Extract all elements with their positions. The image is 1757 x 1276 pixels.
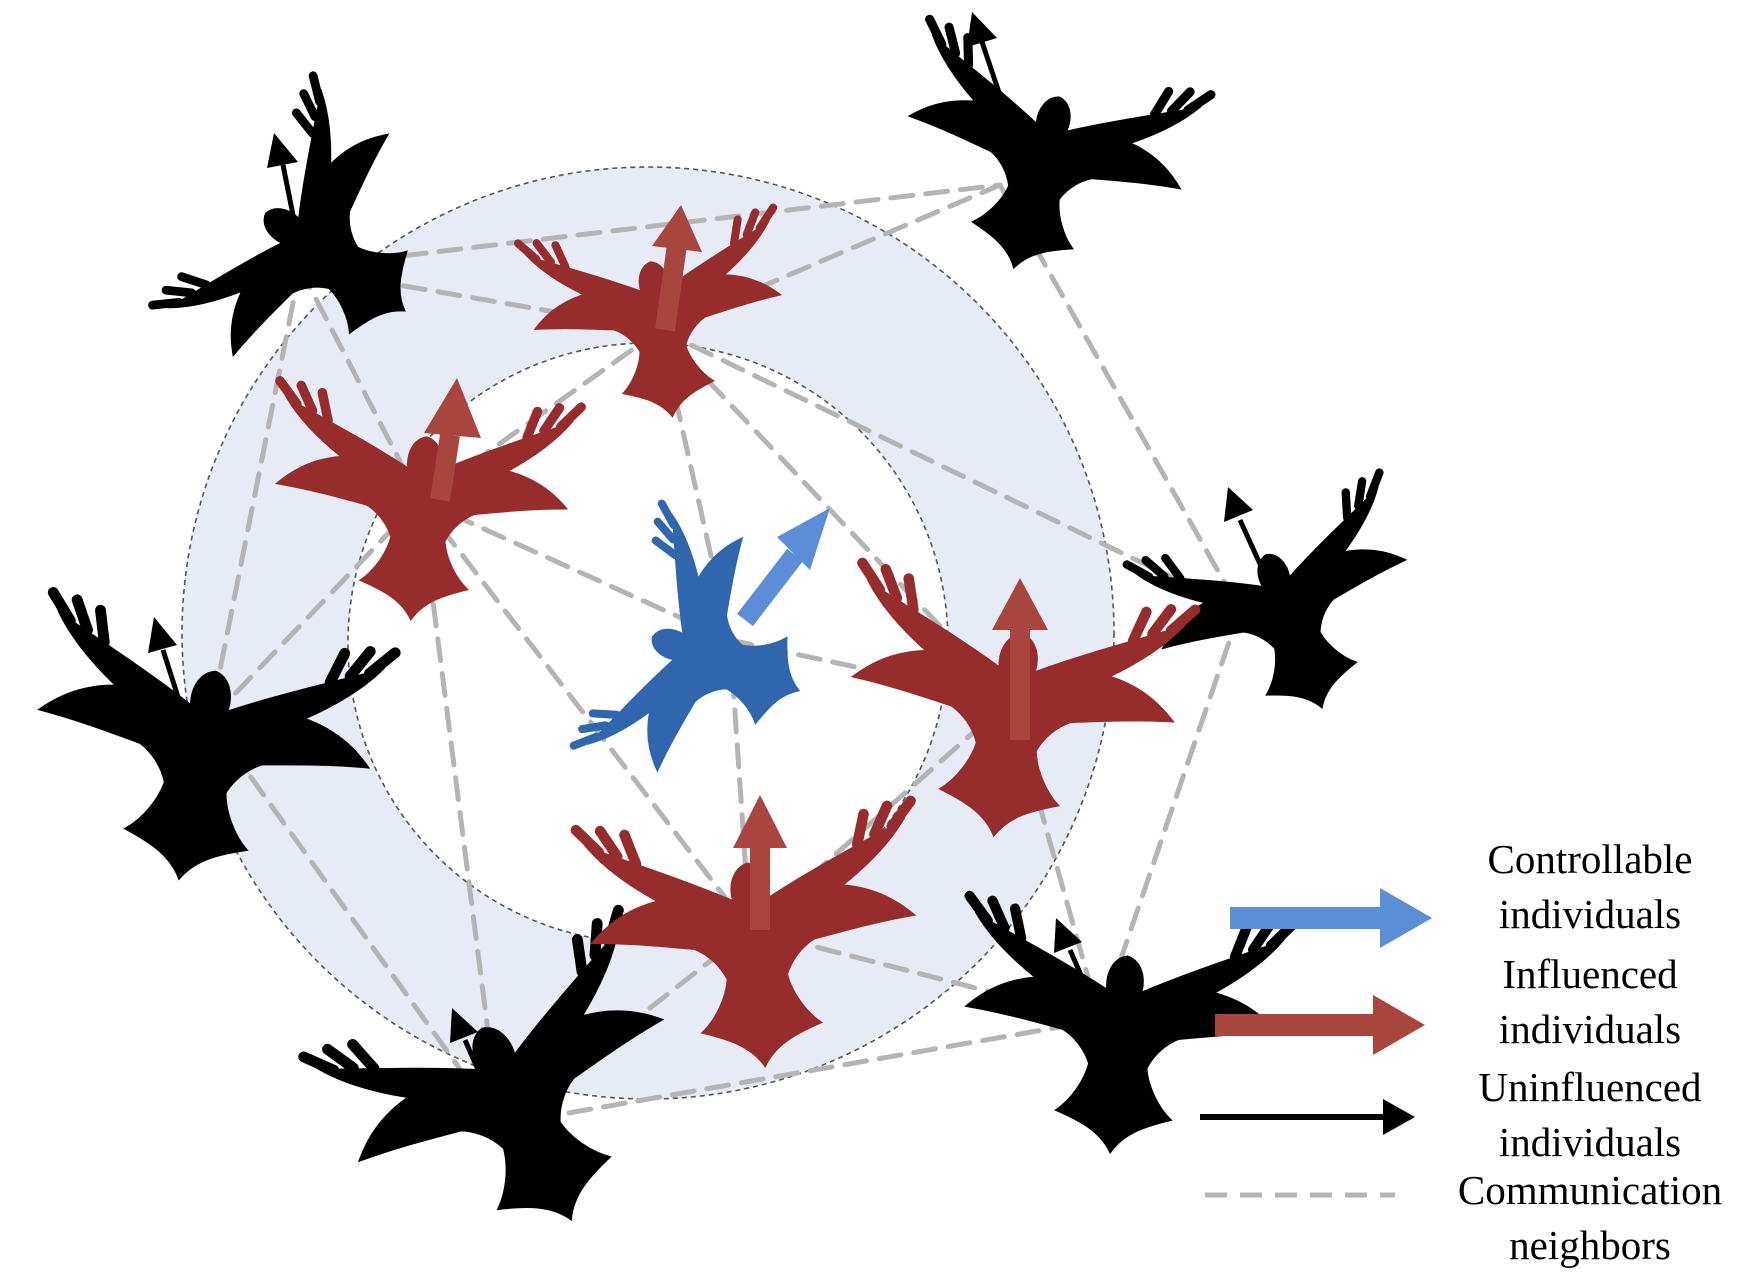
legend-label-communication-line2: neighbors — [1509, 1222, 1671, 1268]
legend-symbols — [1200, 888, 1432, 1198]
arrow-icon — [652, 205, 702, 252]
controllable-individual — [574, 504, 844, 812]
communication-link — [297, 182, 1003, 271]
arrow-icon — [424, 378, 481, 438]
uninfluenced-individual — [153, 76, 486, 426]
communication-link — [497, 1017, 1103, 1128]
legend-label-controllable-line2: individuals — [1498, 891, 1682, 937]
arrow-icon — [450, 1008, 478, 1043]
uninfluenced-individual — [948, 896, 1293, 1167]
legend-label-influenced-line1: Influenced — [1502, 951, 1678, 997]
bird-silhouette-icon — [1127, 473, 1449, 754]
arrow-icon — [267, 133, 298, 168]
arrow-icon — [148, 617, 177, 653]
influenced-individual — [576, 795, 933, 1081]
arrow-icon — [1224, 487, 1253, 522]
uninfluenced-individual — [304, 910, 729, 1276]
communication-link — [997, 182, 1243, 613]
legend-label-communication-line1: Communication — [1457, 1167, 1723, 1213]
arrow-icon — [1380, 888, 1432, 948]
communication-link — [417, 497, 753, 933]
communication-link — [207, 265, 303, 723]
communication-link — [297, 265, 423, 503]
communication-link — [1097, 607, 1243, 1023]
legend-label-uninfluenced-line1: Uninfluenced — [1478, 1064, 1702, 1110]
uninfluenced-individual — [873, 12, 1211, 306]
influenced-individual — [518, 205, 800, 435]
arrow-icon — [992, 578, 1048, 630]
uninfluenced-individual — [1127, 473, 1449, 754]
heading-arrow-shaft — [737, 548, 803, 627]
legend-label-influenced-line2: individuals — [1498, 1006, 1682, 1052]
communication-link — [417, 497, 503, 1128]
arrow-icon — [1054, 918, 1082, 953]
communication-link — [207, 497, 423, 723]
legend-label-controllable-line1: Controllable — [1487, 836, 1693, 882]
heading-arrow-shaft — [655, 243, 687, 332]
influenced-individual — [827, 563, 1195, 859]
communication-link — [657, 182, 1003, 333]
influenced-individual — [260, 378, 581, 633]
communication-link — [417, 497, 733, 643]
arrow-icon — [1373, 995, 1425, 1055]
heading-arrow-shaft — [430, 433, 460, 502]
arrow-icon — [733, 795, 787, 848]
arrow-icon — [1383, 1099, 1415, 1135]
arrow-icon — [967, 12, 997, 47]
legend-label-uninfluenced-line2: individuals — [1498, 1119, 1682, 1165]
uninfluenced-individual — [8, 592, 395, 909]
communication-link — [207, 717, 503, 1128]
arrow-icon — [777, 508, 830, 570]
